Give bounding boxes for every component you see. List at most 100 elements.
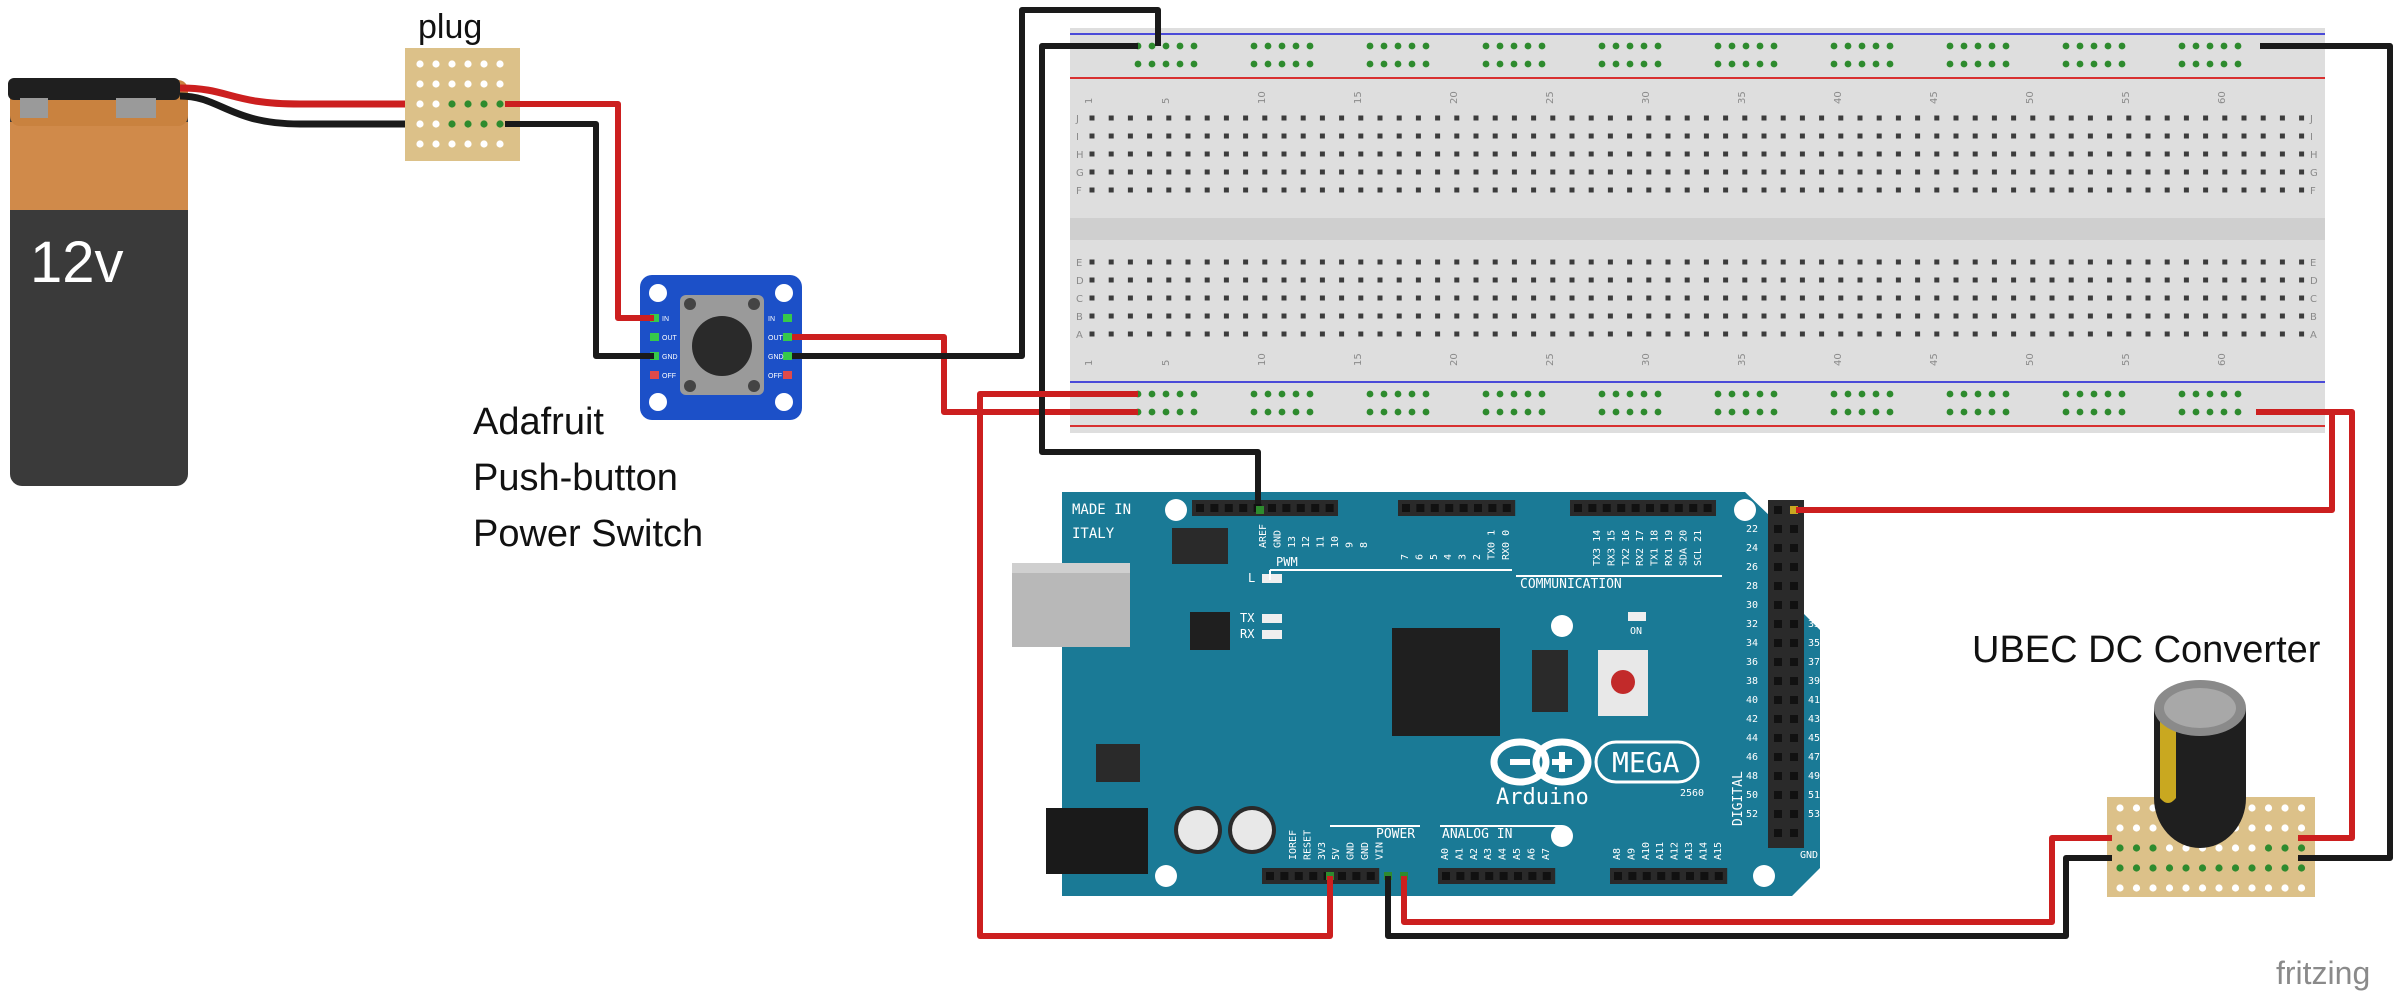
breadboard-row-letter: C [1076, 294, 1083, 305]
digital-pin-label: 26 [1746, 562, 1758, 573]
breadboard-rail-hole [1654, 42, 1662, 50]
breadboard-hole [2107, 313, 2113, 319]
breadboard-hole [1646, 133, 1652, 139]
breadboard-hole [2241, 277, 2247, 283]
breadboard-rail-hole [1858, 408, 1866, 416]
breadboard-hole [1492, 313, 1498, 319]
breadboard-rail-hole [1482, 42, 1490, 50]
breadboard-hole [2145, 313, 2151, 319]
breadboard-hole [1511, 133, 1517, 139]
breadboard-hole [2030, 277, 2036, 283]
breadboard-hole [1972, 115, 1978, 121]
top-header-pin [1282, 504, 1291, 512]
push-button-cap[interactable] [692, 316, 752, 376]
breadboard-hole [2107, 295, 2113, 301]
breadboard-rail-hole [2090, 42, 2098, 50]
breadboard-rail-hole [1408, 60, 1416, 68]
breadboard-hole [1876, 277, 1882, 283]
breadboard-hole [1396, 151, 1402, 157]
digital-header-pin [1790, 791, 1798, 799]
breadboard-hole [1089, 313, 1095, 319]
breadboard-hole [1876, 169, 1882, 175]
dc-power-jack[interactable] [1046, 808, 1148, 874]
breadboard-hole [1300, 133, 1306, 139]
breadboard-hole [1665, 133, 1671, 139]
breadboard-hole [2145, 133, 2151, 139]
ubec-hole [2215, 844, 2223, 852]
digital-pin-label: 37 [1808, 657, 1820, 668]
breadboard-hole [2183, 115, 2189, 121]
breadboard-hole [1780, 169, 1786, 175]
top-header-pin [1296, 504, 1305, 512]
breadboard-hole [1415, 259, 1421, 265]
breadboard-rail-hole [1190, 390, 1198, 398]
breadboard-hole [1723, 115, 1729, 121]
breadboard-hole [2030, 259, 2036, 265]
breadboard-hole [1838, 187, 1844, 193]
breadboard-hole [1473, 259, 1479, 265]
breadboard-hole [1127, 187, 1133, 193]
breadboard-hole [1415, 313, 1421, 319]
breadboard-rail-hole [1872, 390, 1880, 398]
breadboard-hole [2126, 295, 2132, 301]
breadboard-row-letter: E [1076, 258, 1082, 269]
breadboard-hole [1799, 115, 1805, 121]
breadboard-hole [1396, 115, 1402, 121]
breadboard-hole [1377, 295, 1383, 301]
analog-header-a-pin [1485, 872, 1494, 880]
breadboard-hole [1780, 133, 1786, 139]
breadboard-rail-hole [1366, 408, 1374, 416]
analog-header-a [1438, 868, 1556, 884]
led-on [1628, 612, 1646, 621]
breadboard-hole [1435, 259, 1441, 265]
breadboard-hole [1723, 169, 1729, 175]
plug-hole [416, 140, 424, 148]
breadboard-hole [1607, 259, 1613, 265]
plug-hole [464, 140, 472, 148]
breadboard-hole [1147, 133, 1153, 139]
breadboard-rail-hole [1292, 42, 1300, 50]
breadboard-hole [1300, 331, 1306, 337]
breadboard-hole [1550, 331, 1556, 337]
breadboard-hole [1972, 331, 1978, 337]
breadboard-hole [1915, 313, 1921, 319]
breadboard-rail-hole [1844, 408, 1852, 416]
breadboard-hole [1550, 151, 1556, 157]
analog-header-b-pin [1628, 872, 1637, 880]
voltage-regulator [1096, 744, 1140, 782]
breadboard-hole [1723, 277, 1729, 283]
arduino-pin-label: A4 [1498, 848, 1509, 860]
breadboard-hole [1185, 295, 1191, 301]
ubec-hole [2215, 864, 2223, 872]
digital-pin-label: 46 [1746, 752, 1758, 763]
breadboard-hole [1876, 259, 1882, 265]
pwm-label: PWM [1276, 555, 1298, 569]
reset-button[interactable] [1611, 670, 1635, 694]
breadboard-hole [2183, 295, 2189, 301]
digital-pin-label: 48 [1746, 771, 1758, 782]
usb-port[interactable] [1012, 563, 1130, 647]
ubec-hole [2297, 864, 2306, 872]
breadboard-hole [1108, 115, 1114, 121]
breadboard-hole [1819, 313, 1825, 319]
breadboard-hole [2087, 295, 2093, 301]
breadboard-hole [1972, 187, 1978, 193]
digital-header-pin [1774, 696, 1782, 704]
breadboard-hole [1876, 187, 1882, 193]
breadboard-hole [1339, 277, 1345, 283]
plug-hole [432, 140, 440, 148]
breadboard-hole [1646, 277, 1652, 283]
breadboard-hole [1761, 277, 1767, 283]
breadboard-rail-hole [1250, 60, 1258, 68]
breadboard-hole [1185, 313, 1191, 319]
battery-orange-band [10, 122, 188, 210]
breadboard-hole [1703, 259, 1709, 265]
switch-corner [684, 380, 696, 392]
breadboard-hole [1819, 169, 1825, 175]
mid-header [1398, 500, 1516, 516]
breadboard-hole [1646, 331, 1652, 337]
breadboard-hole [1953, 277, 1959, 283]
mid-header-pin [1445, 504, 1454, 512]
breadboard-hole [2145, 169, 2151, 175]
breadboard-rail-hole [2090, 390, 2098, 398]
